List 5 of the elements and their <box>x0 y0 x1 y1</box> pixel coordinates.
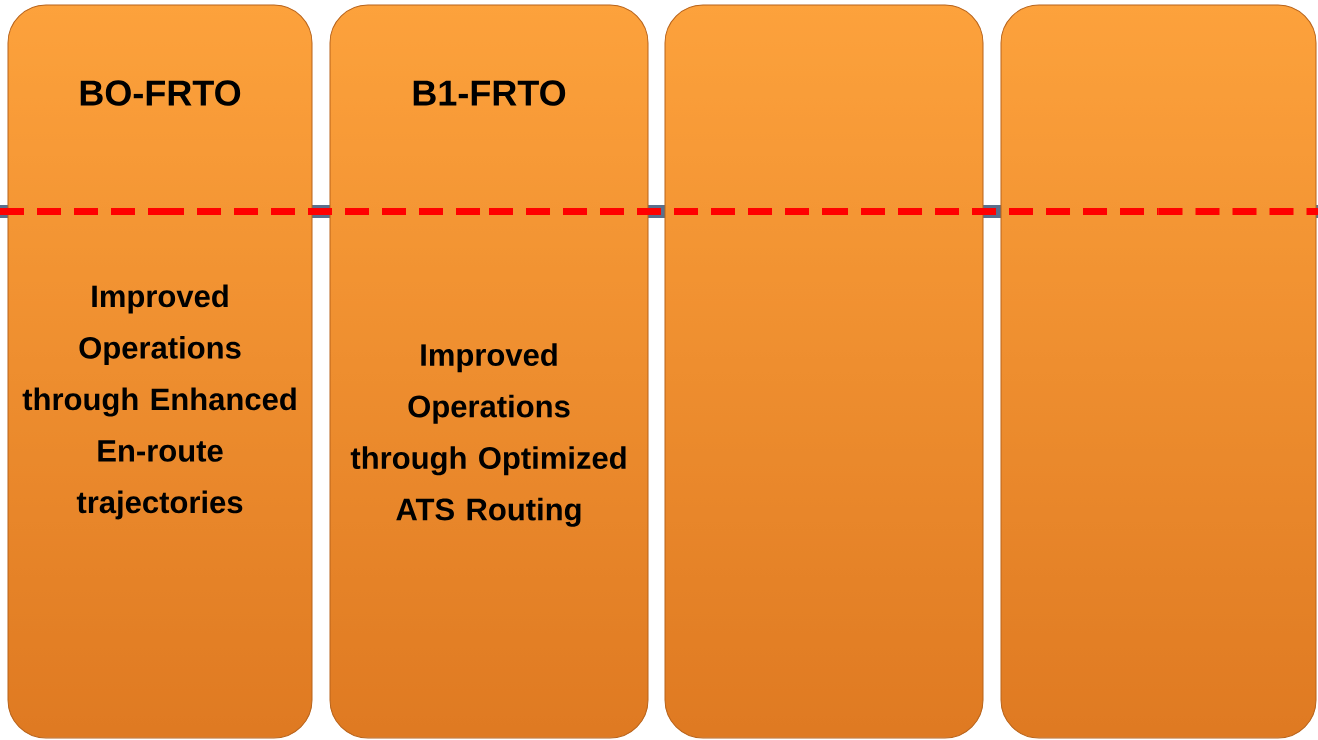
phase-card <box>1000 4 1317 739</box>
phase-card <box>664 4 984 739</box>
phase-card: BO-FRTO Improved Operations through Enhanced En-route trajectories <box>7 4 313 739</box>
dashed-line <box>1158 208 1318 215</box>
phase-card: B1-FRTO Improved Operations through Optimized ATS Routing <box>329 4 649 739</box>
